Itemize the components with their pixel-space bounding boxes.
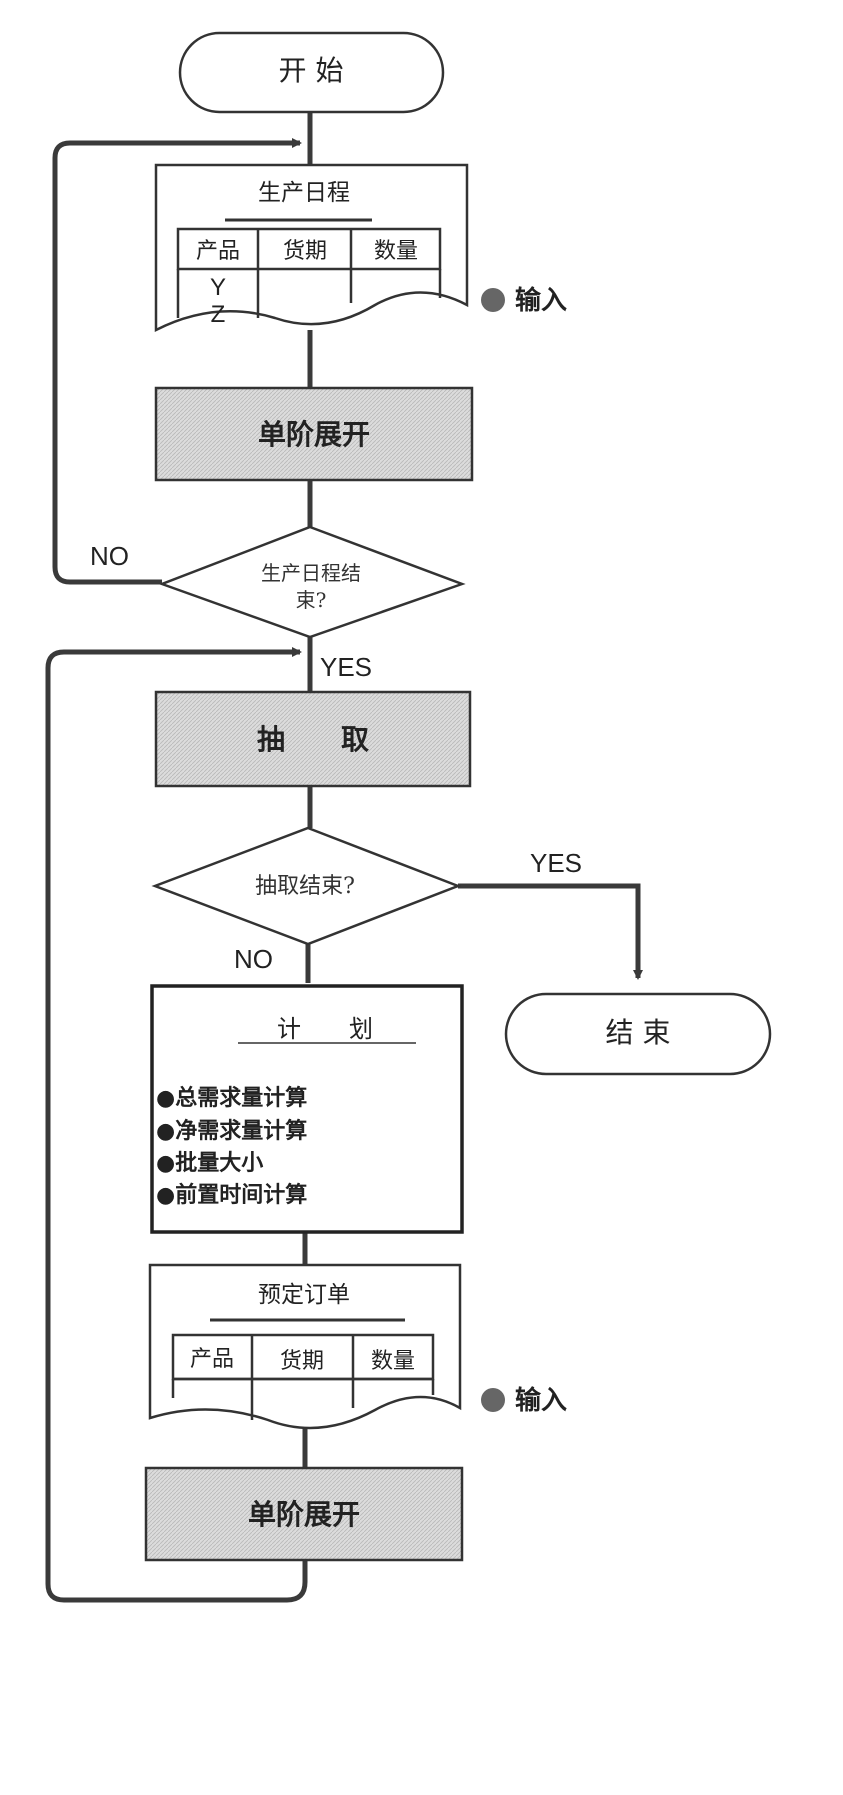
schedule-header-product: 产品 — [196, 239, 240, 264]
extract-process: 抽 取 — [154, 690, 472, 788]
order-input-indicator: 输入 — [481, 1385, 567, 1416]
schedule-header-delivery: 货期 — [283, 239, 327, 264]
schedule-row-z: Z — [211, 301, 226, 328]
plan-item-lot-size: ●批量大小 — [156, 1151, 263, 1176]
schedule-header-quantity: 数量 — [374, 239, 418, 264]
plan-item-lead-time: ●前置时间计算 — [156, 1182, 307, 1208]
extract-label: 抽 取 — [257, 723, 369, 756]
order-header-quantity: 数量 — [371, 1349, 415, 1374]
plan-item-net: ●净需求量计算 — [156, 1118, 307, 1144]
label-no-extract: NO — [234, 944, 273, 974]
schedule-input-label: 输入 — [515, 285, 567, 316]
end-terminal: 结 束 — [504, 992, 772, 1076]
order-header-delivery: 货期 — [280, 1349, 324, 1374]
start-label: 开 始 — [279, 54, 344, 87]
single-level-explode-1: 单阶展开 — [154, 386, 474, 482]
decision-schedule-end-line2: 束? — [296, 588, 327, 612]
loop-no-schedule — [52, 138, 302, 585]
production-schedule-document: 生产日程 产品 货期 数量 Y Z — [154, 163, 469, 333]
schedule-row-y: Y — [210, 274, 226, 301]
decision-extract-end: 抽取结束? — [151, 826, 462, 946]
order-input-label: 输入 — [515, 1385, 567, 1416]
single-level-explode-2: 单阶展开 — [144, 1466, 464, 1562]
input-dot-icon — [481, 288, 505, 312]
plan-title: 计 划 — [277, 1015, 373, 1043]
explode-1-label: 单阶展开 — [258, 418, 370, 451]
label-yes-extract: YES — [530, 848, 582, 878]
decision-schedule-end-line1: 生产日程结 — [261, 561, 361, 585]
loop-back-extract — [45, 647, 308, 1603]
order-header-product: 产品 — [190, 1347, 234, 1372]
input-dot-icon — [481, 1388, 505, 1412]
plan-process: 计 划 ●总需求量计算 ●净需求量计算 ●批量大小 ●前置时间计算 — [150, 984, 464, 1234]
decision-schedule-end: 生产日程结 束? — [158, 525, 466, 639]
production-schedule-title: 生产日程 — [258, 180, 350, 206]
schedule-input-indicator: 输入 — [481, 285, 567, 316]
start-terminal: 开 始 — [178, 31, 445, 114]
plan-item-gross: ●总需求量计算 — [156, 1085, 307, 1111]
planned-order-document: 预定订单 产品 货期 数量 — [148, 1263, 462, 1430]
explode-2-label: 单阶展开 — [248, 1498, 360, 1531]
connectors — [45, 112, 643, 1603]
planned-order-title: 预定订单 — [258, 1282, 350, 1308]
label-no-schedule: NO — [90, 541, 129, 571]
label-yes-schedule: YES — [320, 652, 372, 682]
connector-yes-end — [458, 883, 643, 980]
end-label: 结 束 — [606, 1016, 671, 1049]
decision-extract-end-label: 抽取结束? — [255, 874, 355, 899]
